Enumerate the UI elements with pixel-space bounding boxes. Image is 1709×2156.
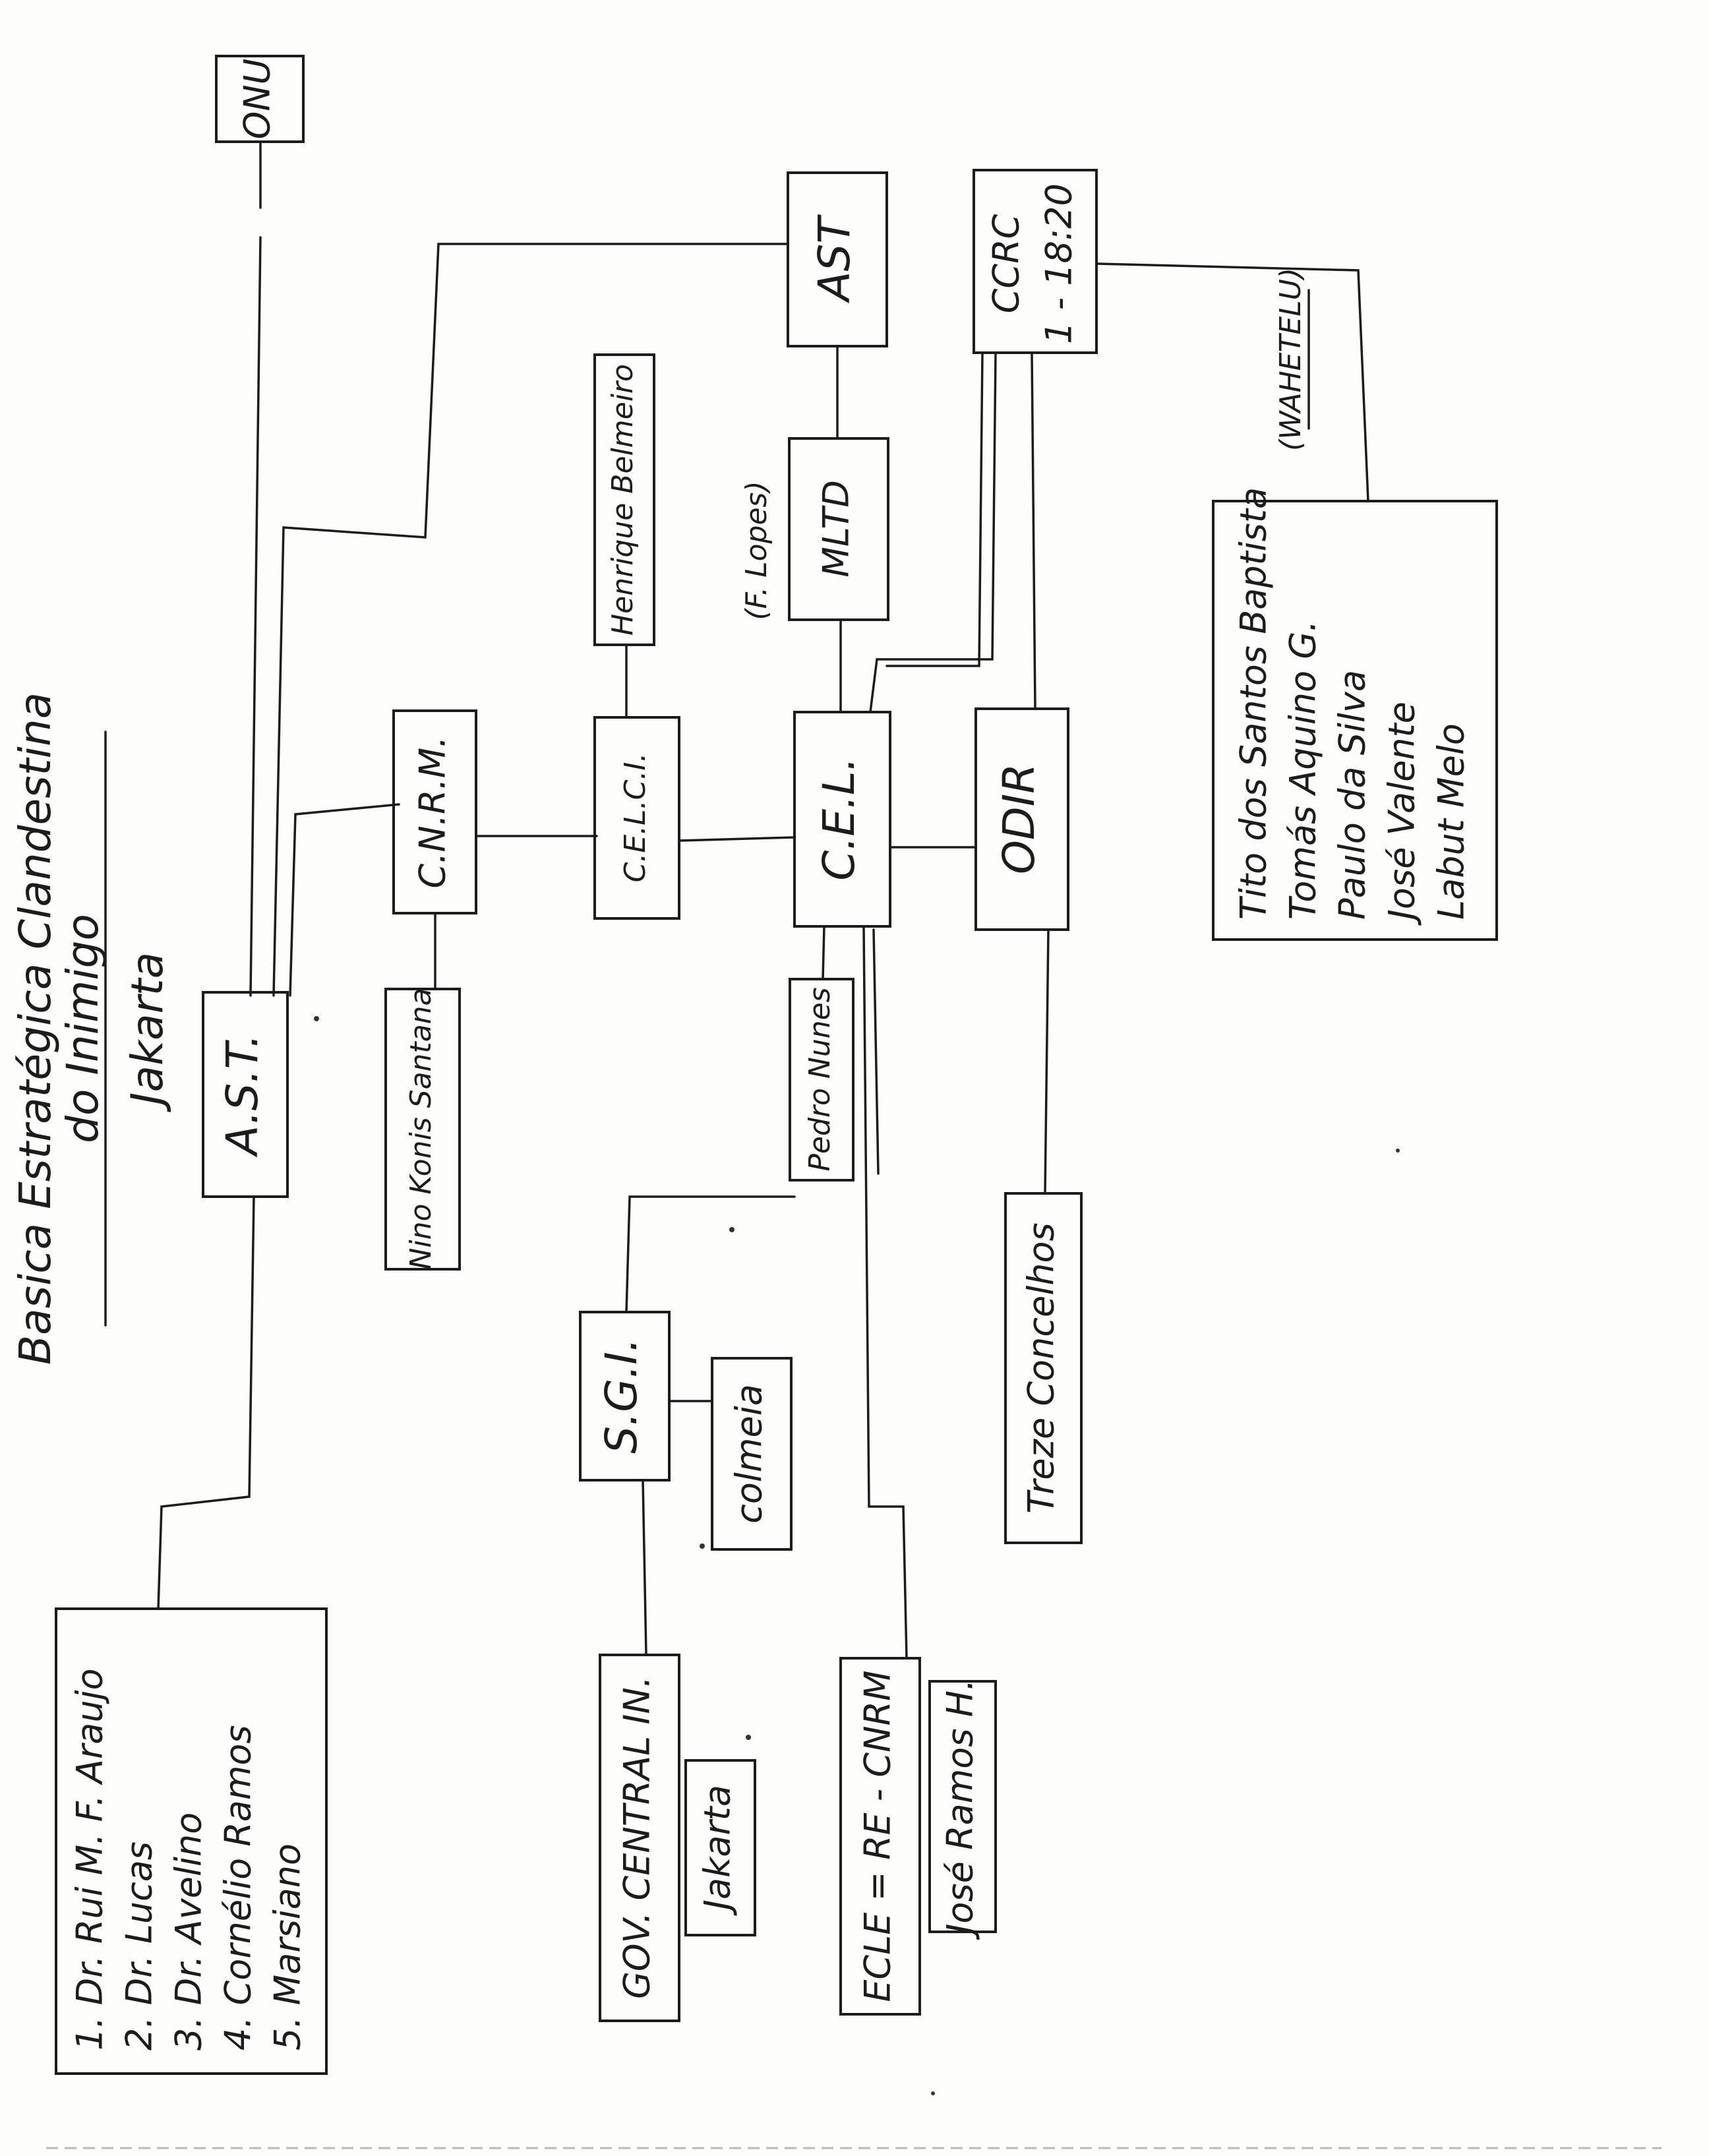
- line-ast-list: [157, 1195, 255, 1610]
- node-jose-ramos-label: José Ramos H.: [940, 1679, 981, 1940]
- member-right-2: Tomás Aquino G.: [1282, 620, 1324, 920]
- member-list-right: Tito dos Santos Baptista Tomás Aquino G.…: [1212, 487, 1498, 941]
- node-henrique: Henrique Belmeiro: [593, 353, 655, 646]
- node-henrique-label: Henrique Belmeiro: [606, 364, 640, 636]
- line-cel-sgi: [625, 1195, 796, 1313]
- node-odir-label: ODIR: [994, 764, 1044, 874]
- node-f-lopes-label: (F. Lopes): [740, 481, 773, 620]
- member-left-2: 2. Dr. Lucas: [119, 1842, 160, 2051]
- node-nino: Nino Konis Santana: [384, 988, 461, 1271]
- node-wahetelu-label: (WAHETELU): [1274, 268, 1307, 451]
- member-left-4: 4. Cornélio Ramos: [218, 1725, 259, 2051]
- line-cel-ecle: [862, 925, 908, 1660]
- node-ccrc-label-2: 1 - 18:20: [1038, 183, 1080, 344]
- node-wahetelu: (WAHETELU): [1274, 268, 1310, 451]
- diagram-title: Basica Estratégica Clandestina do Inimig…: [10, 692, 173, 1365]
- node-colmeia-label: colmeia: [729, 1384, 770, 1524]
- node-celci: C.E.L.C.I.: [593, 716, 680, 920]
- node-nino-label: Nino Konis Santana: [404, 988, 438, 1269]
- line-cel-ecle-2: [872, 928, 880, 1175]
- line-ccrc-odir: [1031, 351, 1036, 710]
- member-right-1: Tito dos Santos Baptista: [1233, 487, 1274, 920]
- node-pedro: Pedro Nunes: [789, 978, 854, 1182]
- node-onu: ONU: [215, 55, 305, 143]
- title-line-3: Jakarta: [122, 952, 173, 1112]
- member-left-3: 3. Dr. Avelino: [168, 1812, 210, 2051]
- member-right-4: José Valente: [1381, 702, 1423, 926]
- line-ccrc-cel: [869, 351, 997, 713]
- node-colmeia: colmeia: [711, 1357, 793, 1551]
- node-f-lopes: (F. Lopes): [740, 481, 773, 620]
- title-line-1: Basica Estratégica Clandestina: [10, 692, 61, 1365]
- node-gov-central-label: GOV. CENTRAL IN.: [616, 1676, 658, 1999]
- node-ccrc-label-1: CCRC: [986, 214, 1027, 313]
- member-list-left: 1. Dr. Rui M. F. Araujo 2. Dr. Lucas 3. …: [55, 1607, 328, 2075]
- node-pedro-label: Pedro Nunes: [803, 987, 837, 1171]
- member-right-5: Labut Melo: [1431, 723, 1472, 920]
- line-odir-treze: [1044, 928, 1050, 1195]
- node-cnrm: C.N.R.M.: [392, 709, 477, 914]
- node-ecle: ECLE = RE - CNRM José Ramos H.: [839, 1657, 997, 2016]
- node-celci-label: C.E.L.C.I.: [618, 753, 652, 883]
- member-right-3: Paulo da Silva: [1332, 670, 1373, 920]
- line-ccrc-list: [1096, 262, 1369, 502]
- line-cnrm-ast: [289, 803, 400, 997]
- node-mltd: MLTD: [788, 437, 889, 621]
- title-line-2: do Inimigo: [57, 914, 108, 1143]
- member-left-1: 1. Dr. Rui M. F. Araujo: [69, 1668, 111, 2051]
- node-mltd-label: MLTD: [816, 480, 857, 578]
- node-ecle-label: ECLE = RE - CNRM: [857, 1670, 899, 2002]
- node-ast: A.S.T.: [202, 991, 289, 1198]
- node-cel: C.E.L.: [793, 711, 891, 928]
- node-cnrm-label: C.N.R.M.: [412, 736, 454, 889]
- line-cel-pedro: [822, 925, 825, 980]
- node-ast-top-label: AST: [809, 214, 860, 304]
- line-asttop-ast: [272, 243, 789, 997]
- node-cel-label: C.E.L.: [814, 757, 864, 881]
- node-sgi-label: S.G.I.: [596, 1338, 647, 1453]
- line-onu-ast: [249, 140, 262, 997]
- member-left-5: 5. Marsiano: [267, 1843, 309, 2051]
- node-treze-label: Treze Concelhos: [1021, 1222, 1062, 1513]
- node-ccrc: CCRC 1 - 18:20: [973, 169, 1098, 354]
- node-ast-top: AST: [787, 171, 888, 347]
- node-onu-label: ONU: [237, 59, 278, 139]
- node-treze: Treze Concelhos: [1004, 1192, 1083, 1544]
- line-celci-cel: [678, 836, 796, 842]
- node-gov-jakarta-label: Jakarta: [697, 1785, 738, 1916]
- connector-lines: [157, 140, 1369, 1660]
- scan-artifacts: [46, 1016, 1662, 2149]
- node-sgi: S.G.I.: [579, 1311, 671, 1482]
- node-gov-central: GOV. CENTRAL IN. Jakarta: [599, 1654, 756, 2022]
- line-sgi-gov: [642, 1479, 647, 1656]
- node-odir: ODIR: [974, 707, 1069, 931]
- node-ast-label: A.S.T.: [217, 1034, 268, 1158]
- line-ccrc-cel-2: [885, 351, 984, 667]
